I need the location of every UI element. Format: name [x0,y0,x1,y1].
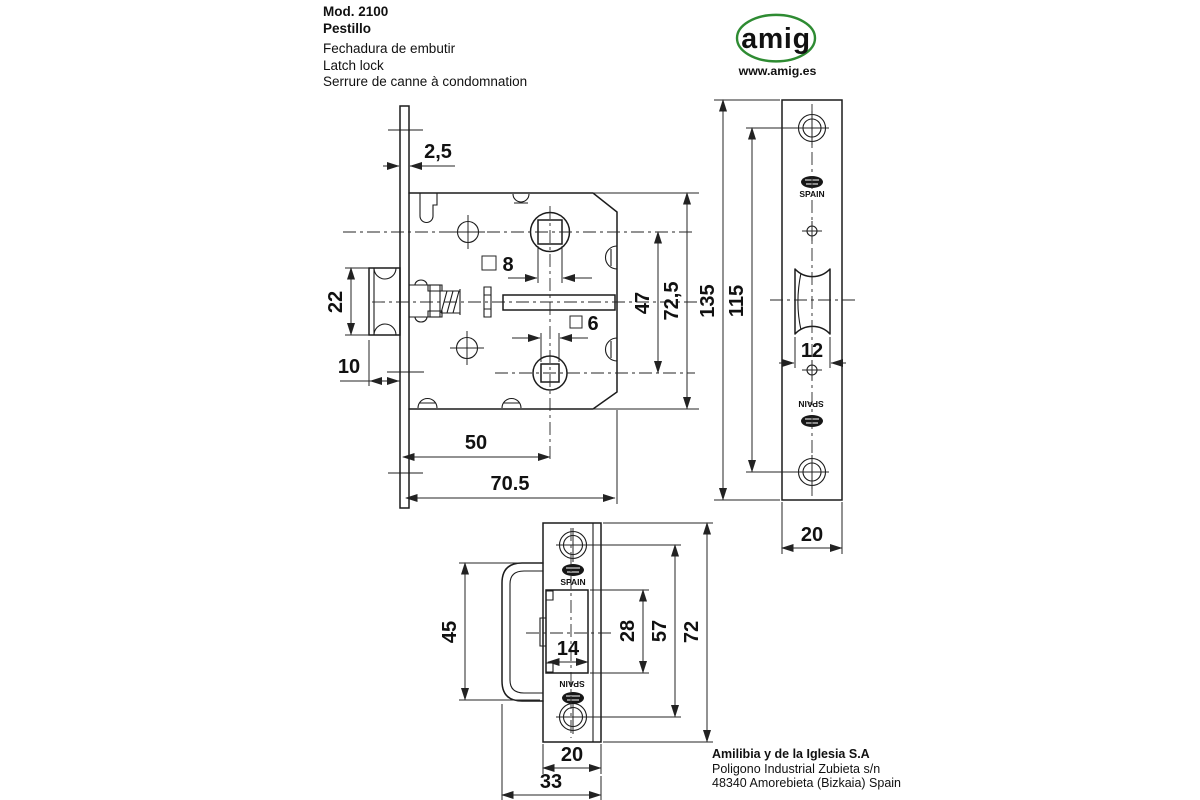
dim-strike-opening-height: 28 [617,620,639,642]
dim-strike-total-width: 33 [540,771,562,793]
company-footer: Amilibia y de la Iglesia S.A Poligono In… [712,747,901,791]
dim-case-depth: 70.5 [491,473,530,495]
dim-strike-height: 72 [681,621,703,643]
strike-dimensions: 45 14 28 57 72 20 [439,522,713,800]
dim-case-height: 72,5 [661,282,683,321]
dim-faceplate-length: 135 [697,284,719,317]
logo-wordmark: amig [741,23,811,55]
dim-faceplate-width: 20 [801,524,823,546]
logo-oval-icon [735,13,817,63]
brand-logo: amig www.amig.es [735,13,817,78]
amig-stamp-icon [562,564,584,576]
description-pt: Fechadura de embutir [323,41,456,56]
lock-body-view: 2,5 22 10 8 6 [325,105,700,509]
spain-stamp-text: SPAIN [560,577,585,587]
product-header: Mod. 2100 Pestillo Fechadura de embutir … [323,4,527,91]
faceplate-centerlines [770,104,858,496]
dim-backset: 50 [465,432,487,454]
description-en: Latch lock [323,57,384,73]
dim-strike-opening-width: 14 [557,638,580,660]
strike-centerlines [526,528,612,738]
dim-latch-width: 12 [801,340,823,362]
description-fr: Serrure de canne à condomnation [323,74,528,89]
company-address-line1: Poligono Industrial Zubieta s/n [712,761,881,776]
dim-latch-projection: 10 [338,356,360,378]
dim-square6: 6 [587,313,598,335]
strike-outline [501,522,602,743]
product-name: Pestillo [323,20,372,36]
faceplate-dimensions: 135 115 12 20 [697,99,846,554]
model-number: Mod. 2100 [323,4,389,19]
company-address-line2: 48340 Amorebieta (Bizkaia) Spain [712,776,902,790]
faceplate-stamps: SPAIN SPAIN [798,176,825,427]
dim-strike-flange-height: 45 [439,621,461,643]
dim-strike-width: 20 [561,744,583,766]
dim-latch-height: 22 [325,291,347,313]
amig-stamp-icon-inverted [562,692,584,704]
dim-hub-distance: 47 [632,292,654,314]
dim-plate-thickness: 2,5 [424,141,452,163]
lock-body-outline [368,105,618,509]
website-url: www.amig.es [738,64,817,78]
strike-stamps: SPAIN SPAIN [559,564,586,704]
dim-strike-hole-distance: 57 [649,620,671,642]
company-name: Amilibia y de la Iglesia S.A [712,747,870,761]
faceplate-view: SPAIN SPAIN 135 115 [697,99,858,554]
strike-plate-view: SPAIN SPAIN 45 14 28 [439,522,713,800]
lock-body-centerlines [343,206,700,463]
dim-square8: 8 [502,254,513,276]
dim-faceplate-hole-distance: 115 [726,285,748,317]
spain-stamp-text-inverted: SPAIN [559,679,584,689]
spain-stamp-text-inverted: SPAIN [798,399,823,409]
lock-body-dimensions: 2,5 22 10 8 6 [325,141,699,504]
